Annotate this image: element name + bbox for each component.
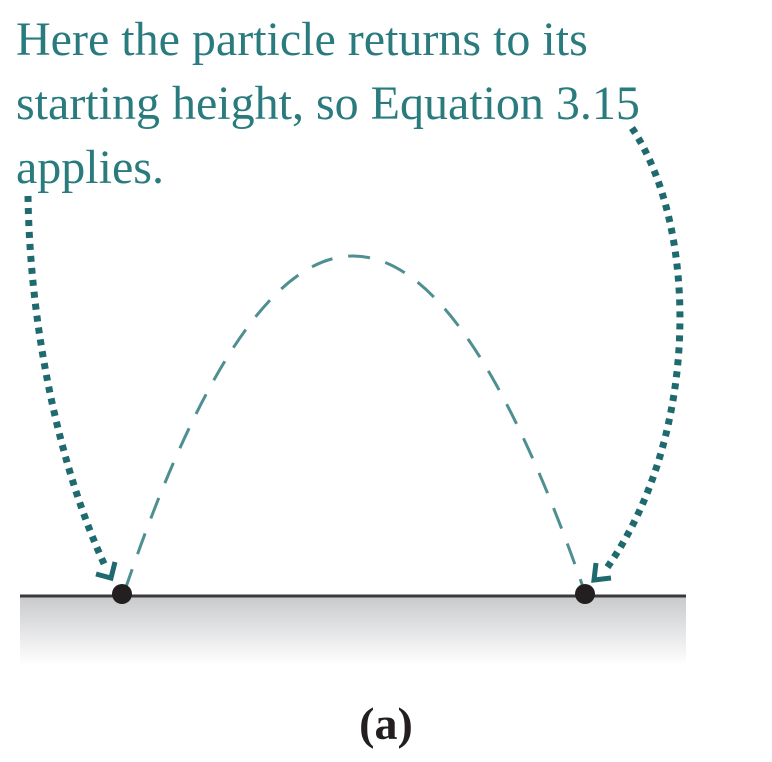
start-particle-icon bbox=[112, 584, 132, 604]
end-particle-icon bbox=[575, 584, 595, 604]
figure-caption: (a) bbox=[359, 698, 413, 749]
left-arrow-head-icon bbox=[95, 561, 118, 582]
left-arrow-shaft bbox=[24, 195, 110, 570]
annotation-line-2: starting height, so Equation 3.15 bbox=[16, 77, 640, 130]
annotation-line-3: applies. bbox=[16, 141, 164, 194]
trajectory-path bbox=[123, 254, 586, 591]
annotation-line-1: Here the particle returns to its bbox=[16, 13, 588, 66]
annotation-text: Here the particle returns to its startin… bbox=[16, 8, 756, 200]
right-arrow-head-icon bbox=[591, 562, 612, 583]
ground-shade bbox=[20, 597, 686, 665]
right-arrow-shaft bbox=[601, 126, 684, 575]
